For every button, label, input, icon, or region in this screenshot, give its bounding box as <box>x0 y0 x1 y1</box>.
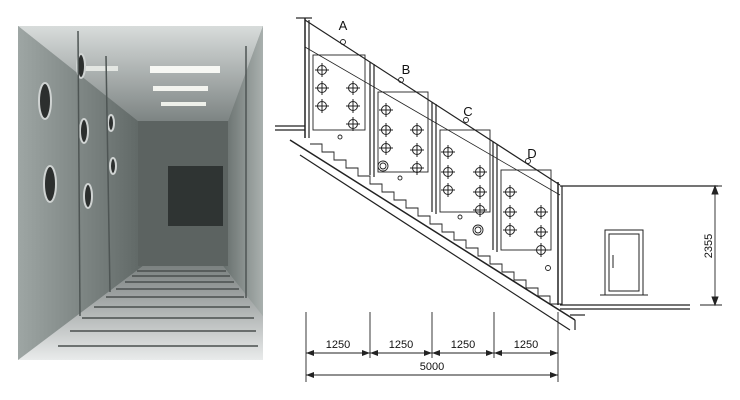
nozzle-icon <box>346 81 360 95</box>
stair-steps <box>310 143 562 305</box>
tunnel-photo <box>18 26 263 360</box>
section-label-b: B <box>402 62 411 77</box>
nozzle-icon <box>503 185 517 199</box>
nozzle-icon <box>473 165 487 179</box>
structure-lines <box>275 17 718 331</box>
section-label-d: D <box>527 146 536 161</box>
nozzle-icon <box>410 161 424 175</box>
control-box <box>600 229 648 296</box>
section-label-a: A <box>339 18 348 33</box>
nozzle-icon <box>315 99 329 113</box>
dimension-label-1: 1250 <box>326 339 350 351</box>
dimension-label-4: 1250 <box>514 339 538 351</box>
nozzle-icon <box>534 243 548 257</box>
nozzle-icon <box>473 185 487 199</box>
nozzle-icon <box>315 81 329 95</box>
section-label-c: C <box>463 104 472 119</box>
nozzle-icon <box>379 103 393 117</box>
nozzle-icon <box>346 117 360 131</box>
nozzle-icon <box>441 145 455 159</box>
nozzle-icon <box>410 143 424 157</box>
nozzle-icon <box>441 183 455 197</box>
nozzle-icon <box>410 123 424 137</box>
fittings <box>337 39 551 271</box>
total-dimension-label: 5000 <box>420 361 444 373</box>
tunnel-photo-art <box>18 26 263 360</box>
nozzle-panels <box>312 54 552 251</box>
vertical-dimension-label: 2355 <box>703 234 715 258</box>
nozzle-icon <box>379 141 393 155</box>
nozzle-icon <box>534 205 548 219</box>
nozzle-icon <box>473 203 487 217</box>
nozzle-icon <box>503 205 517 219</box>
vertical-dimension <box>700 184 722 307</box>
dimension-label-3: 1250 <box>451 339 475 351</box>
dimension-arrows <box>306 350 558 378</box>
dimension-label-2: 1250 <box>389 339 413 351</box>
nozzle-icon <box>503 223 517 237</box>
nozzle-icon <box>315 63 329 77</box>
nozzle-icon <box>534 225 548 239</box>
nozzle-icon <box>346 99 360 113</box>
nozzle-icon <box>379 123 393 137</box>
nozzle-icons <box>315 63 548 257</box>
nozzle-icon <box>441 165 455 179</box>
